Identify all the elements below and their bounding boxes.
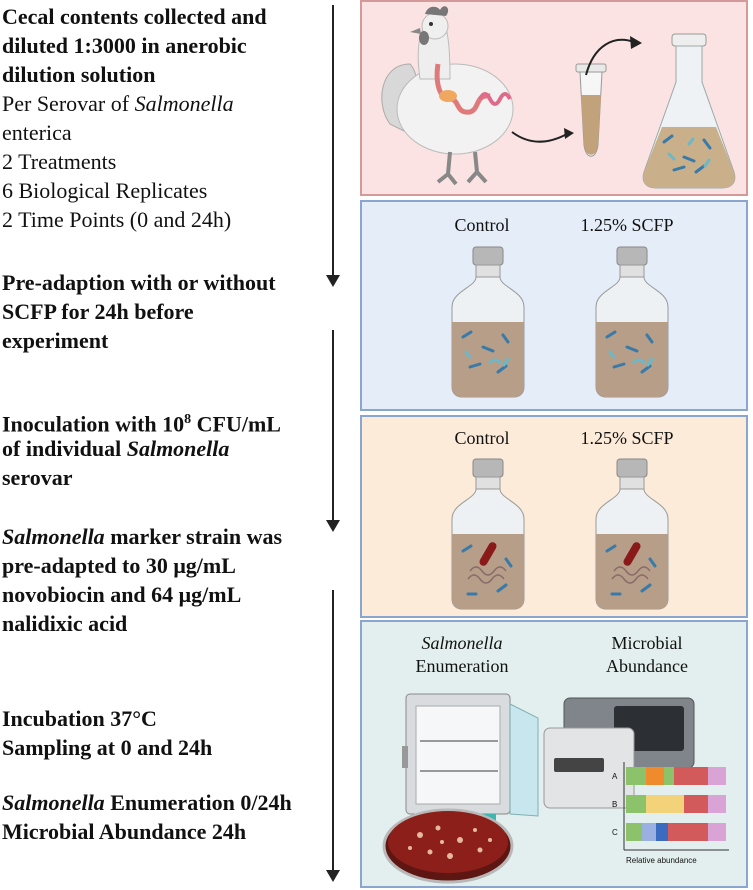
incubator-icon (402, 693, 539, 824)
bottle-inoc-control-icon (451, 458, 525, 610)
step4-line3: novobiocin and 64 μg/mL (2, 582, 242, 607)
step6-italic: Salmonella (2, 790, 105, 815)
step3-line2: of individual Salmonella (2, 434, 229, 463)
bottle-inoc-scfp-icon (595, 458, 669, 610)
step5-line1: Incubation 37°C (2, 706, 157, 731)
abundance-chart: A B C (612, 762, 742, 872)
step2-line3: experiment (2, 328, 109, 353)
inoc-scfp-label: 1.25% SCFP (580, 428, 674, 448)
abund-label-line2: Abundance (606, 656, 688, 676)
step4-italic: Salmonella (2, 524, 105, 549)
flask-icon (642, 33, 736, 189)
bar-b (626, 795, 726, 813)
step1-enterica: enterica (2, 120, 72, 145)
step3-line2-a: of individual (2, 436, 127, 461)
arrow-1-head (326, 275, 340, 287)
step3-line3: serovar (2, 465, 73, 490)
step3-line1-b: CFU/mL (191, 411, 281, 437)
step3-exponent: 8 (184, 412, 192, 427)
bar-label-b: B (612, 800, 618, 809)
transfer-arrow-1 (511, 128, 574, 143)
step4-line1-rest: marker strain was (104, 524, 283, 549)
step1-timepoints: 2 Time Points (0 and 24h) (2, 207, 232, 232)
step1-title-line3: dilution solution (2, 62, 156, 87)
step6-line1: Salmonella Enumeration 0/24h (2, 788, 292, 817)
bottle-scfp-icon (595, 246, 669, 398)
step5-line2: Sampling at 0 and 24h (2, 735, 213, 760)
step3-line1: Inoculation with 108 CFU/mL (2, 405, 281, 438)
panel-preadaptation: Control 1.25% SCFP (360, 200, 748, 411)
abundance-axis-label: Relative abundance (626, 856, 697, 865)
panel-inoculation: Control 1.25% SCFP (360, 415, 748, 618)
step2-line1: Pre-adaption with or without (2, 270, 276, 295)
bar-label-a: A (612, 772, 618, 781)
step4-line2: pre-adapted to 30 μg/mL (2, 553, 236, 578)
per-serovar-italic: Salmonella (134, 91, 234, 116)
panel-cecal-collection (360, 0, 748, 196)
step4-line1: Salmonella marker strain was (2, 522, 282, 551)
step1-title-line2: diluted 1:3000 in anerobic (2, 33, 247, 58)
step1-title-line1: Cecal contents collected and (2, 4, 267, 29)
bottle-control-icon (451, 246, 525, 398)
step4-line4: nalidixic acid (2, 611, 128, 636)
panel-analysis: Salmonella Enumeration Microbial Abundan… (360, 620, 748, 888)
step1-treatments: 2 Treatments (2, 149, 117, 174)
chicken-illustration (381, 6, 514, 186)
arrow-1-shaft (332, 5, 334, 275)
sequencer-icon (543, 697, 695, 809)
step3-line2-italic: Salmonella (126, 436, 230, 461)
step1-per-serovar: Per Serovar of Salmonella (2, 89, 234, 118)
step6-line1-rest: Enumeration 0/24h (104, 790, 292, 815)
preadapt-scfp-label: 1.25% SCFP (580, 215, 674, 235)
petri-dish-icon (382, 808, 514, 884)
per-serovar-prefix: Per Serovar of (2, 91, 135, 116)
arrow-2-head (326, 520, 340, 532)
step6-line2: Microbial Abundance 24h (2, 819, 247, 844)
enum-label-italic: Salmonella (421, 633, 503, 653)
enum-label: Enumeration (415, 656, 509, 676)
inoc-control-label: Control (454, 428, 510, 448)
abundance-bars (623, 762, 729, 851)
bar-c (626, 823, 726, 841)
step2-line2: SCFP for 24h before (2, 299, 194, 324)
arrow-3-head (326, 870, 340, 882)
step1-replicates: 6 Biological Replicates (2, 178, 208, 203)
arrow-2-shaft (332, 330, 334, 520)
preadapt-control-label: Control (454, 215, 510, 235)
arrow-3-shaft (332, 590, 334, 870)
sample-tube-icon (575, 63, 607, 157)
abund-label-line1: Microbial (611, 633, 683, 653)
step3-line1-a: Inoculation with 10 (2, 411, 185, 437)
transfer-arrow-2 (585, 36, 642, 76)
bar-label-c: C (612, 828, 618, 837)
bar-a (626, 767, 726, 785)
